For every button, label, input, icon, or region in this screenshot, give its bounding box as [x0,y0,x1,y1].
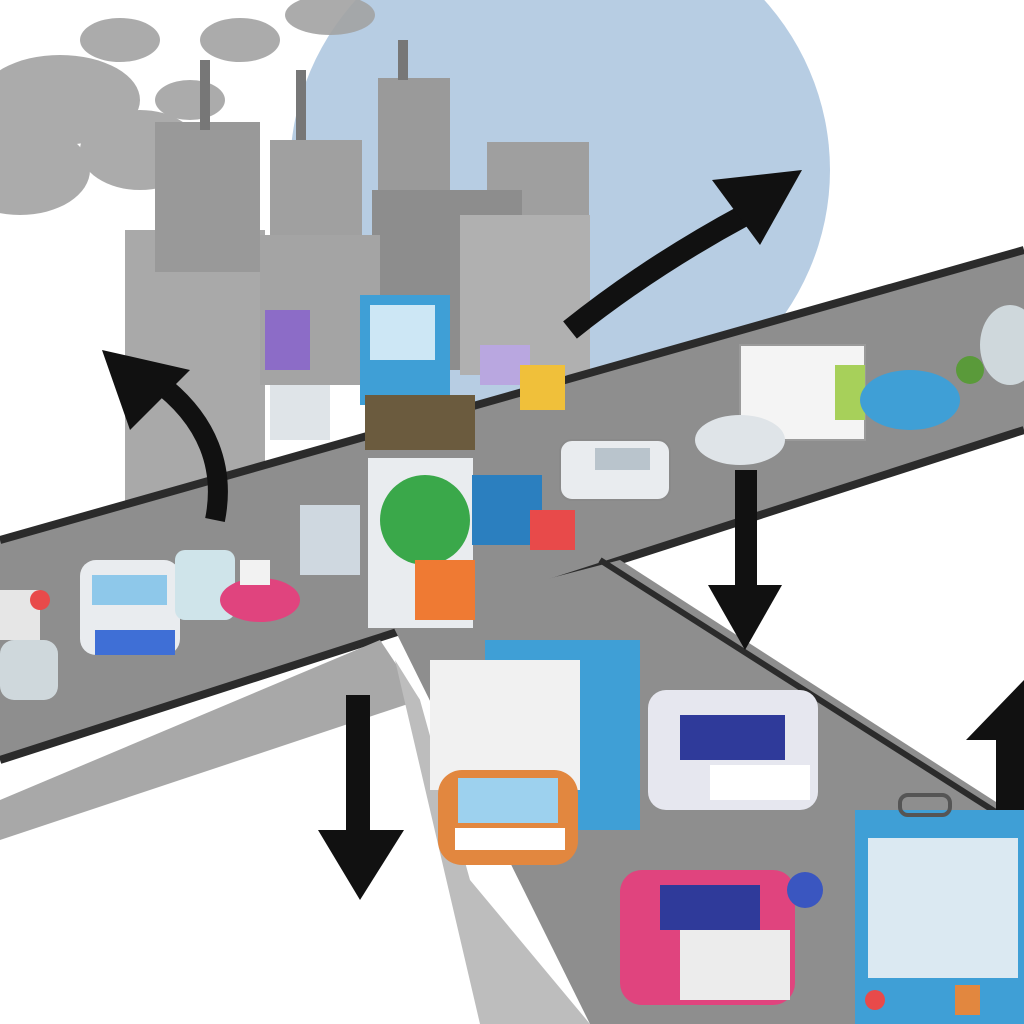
vehicle-icon [175,550,235,620]
arrow-up-left-icon [102,350,228,522]
vehicle-icon [956,305,1024,385]
vehicle-icon [620,870,823,1005]
vehicle-icon [80,560,180,655]
truck-icon [695,344,960,465]
vehicle-icon [0,590,58,700]
highway-road [0,640,590,1024]
factory-with-smokestacks-icon [125,40,590,520]
vehicle-icon [648,690,818,810]
arrow-up-right-icon [563,170,802,339]
truck-icon [855,793,1024,1024]
vehicle-icon [220,560,300,622]
vehicle-icon [438,770,578,865]
arrow-down-icon [708,470,782,650]
vehicle-icon [559,439,671,501]
smoke-plume-icon [0,0,375,215]
vehicle-pileup-icon [265,295,575,628]
arrow-down-icon [318,695,404,900]
